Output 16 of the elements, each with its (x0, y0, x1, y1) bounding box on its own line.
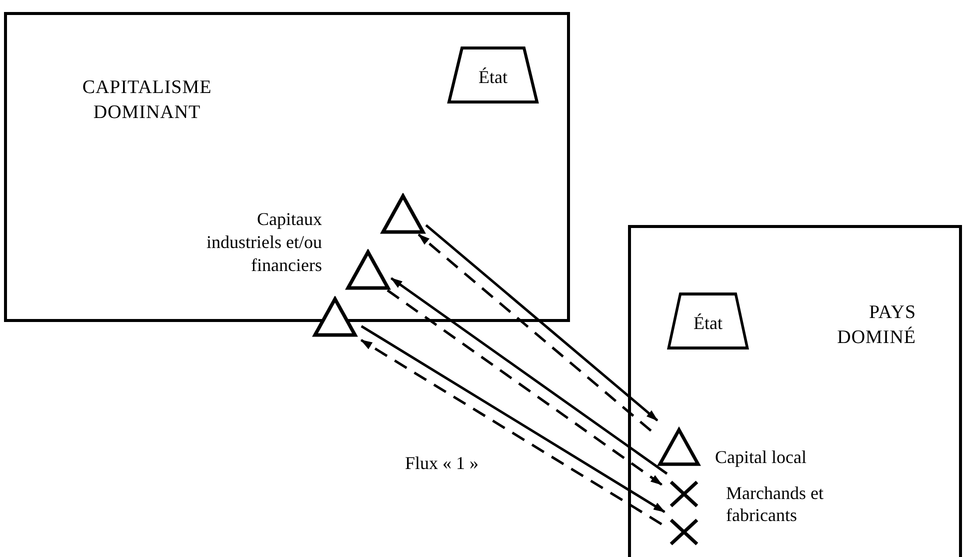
state-label: État (478, 66, 508, 88)
text-label: Flux « 1 » (405, 452, 479, 475)
node-caption: Marchands et fabricants (726, 482, 824, 526)
triangle-symbol (345, 249, 391, 291)
state-label: État (692, 312, 724, 334)
region-title: CAPITALISME DOMINANT (81, 76, 213, 125)
triangle-symbol (312, 296, 358, 338)
cross-symbol (668, 517, 700, 547)
state-trapezoid (666, 291, 750, 351)
node-caption: Capital local (715, 446, 806, 468)
text-label: Capitaux industriels et/ou financiers (206, 208, 322, 277)
triangle-symbol (380, 193, 426, 235)
state-trapezoid (446, 45, 540, 105)
region-box (628, 225, 962, 557)
region-title: PAYS DOMINÉ (836, 301, 916, 350)
region-box (4, 12, 570, 322)
